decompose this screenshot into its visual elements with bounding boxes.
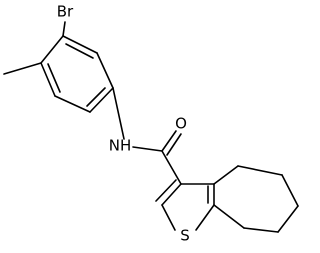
double-bond-inner [65,43,94,59]
bond [161,183,182,206]
amide-nitrogen-label: NH [109,137,132,155]
bond [40,62,56,97]
nitrogen-carbonyl-bond [132,146,163,152]
bond [54,95,91,113]
chemical-structure-diagram: Br NH O S [3,3,299,245]
thiophene-ring [155,179,215,231]
benzene-ring [40,35,114,113]
bond [195,204,215,231]
double-bond-inner [155,179,177,202]
methyl-bond [3,62,42,75]
carbonyl-thiophene-bond [161,150,182,185]
aryl-nitrogen-bond [112,87,125,140]
bond [277,205,299,233]
bond [237,165,283,176]
bond [213,204,245,229]
bond [243,227,279,233]
bond [62,35,98,54]
double-bond-inner [47,63,61,93]
bond [161,204,176,231]
carbonyl-oxygen-label: O [175,115,187,133]
double-bond-inner [86,87,106,107]
bond [40,35,64,64]
bond [281,174,299,207]
cyclohexane-ring [213,165,299,233]
carbonyl-double-bond [166,133,182,156]
bond [213,165,239,185]
carbonyl-double-bond [161,130,177,152]
bromine-bond [62,21,66,37]
thiophene-sulfur-label: S [180,227,190,245]
bond [96,52,114,89]
bromine-label: Br [57,3,74,21]
bond [89,87,114,113]
